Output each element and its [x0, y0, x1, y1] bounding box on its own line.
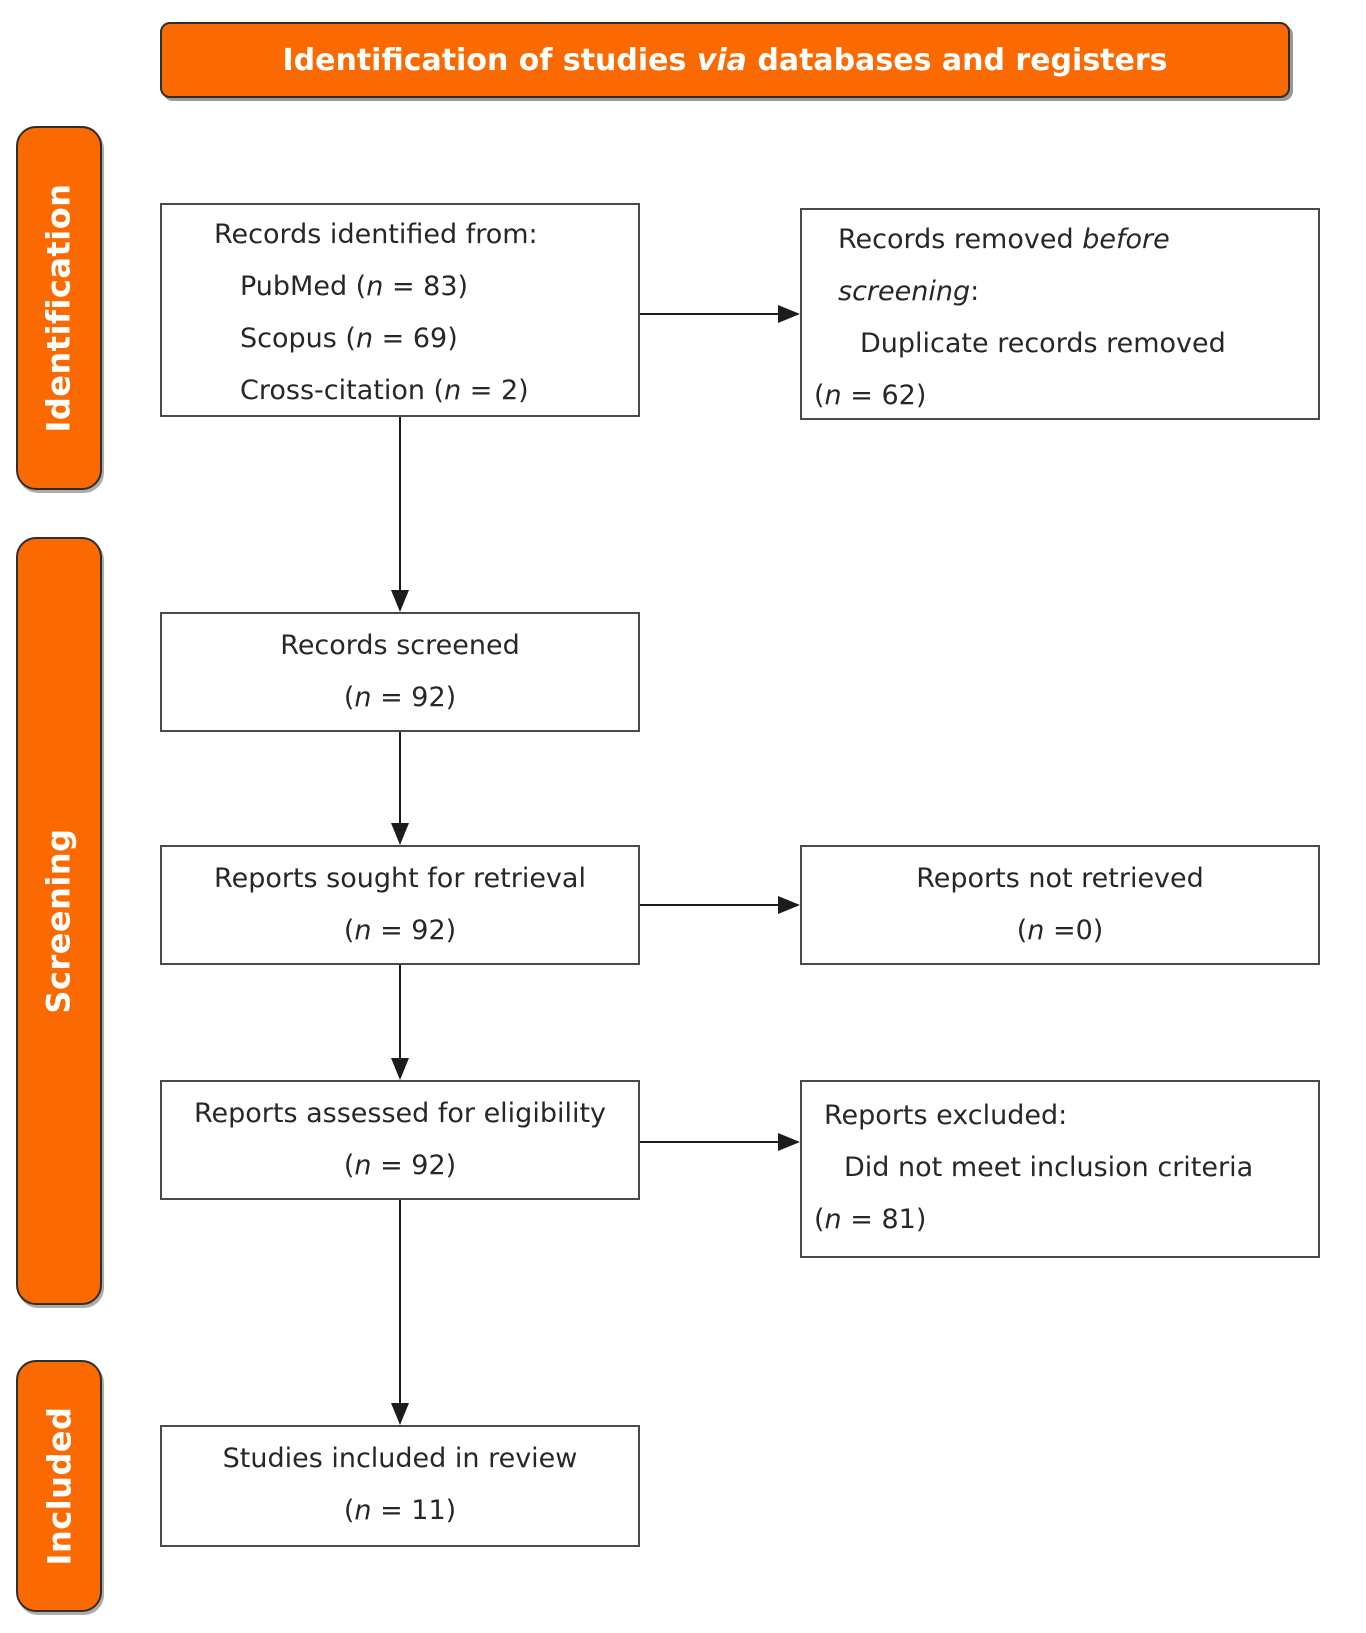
flow-box-line: Did not meet inclusion criteria	[844, 1152, 1254, 1183]
arrow-sought-to-not-retrieved	[640, 896, 800, 914]
header-banner: Identification of studies via databases …	[160, 22, 1290, 98]
flow-box-line: (n = 62)	[814, 380, 927, 411]
stage-ribbon-included-label: Included	[40, 1406, 79, 1566]
flow-box-records-removed: Records removed before screening: Duplicat…	[800, 208, 1320, 420]
stage-ribbon-identification: Identification	[16, 126, 102, 490]
arrow-sought-to-assessed	[391, 965, 409, 1080]
flow-box-line: Cross-citation (n = 2)	[240, 375, 529, 406]
arrow-identified-to-screened	[391, 417, 409, 612]
flow-box-line: Reports excluded:	[824, 1100, 1068, 1131]
flow-box-reports-sought: Reports sought for retrieval (n = 92)	[160, 845, 640, 965]
flow-box-line: Studies included in review	[222, 1443, 578, 1474]
flow-box-reports-excluded: Reports excluded: Did not meet inclusion …	[800, 1080, 1320, 1258]
flow-box-line: Reports sought for retrieval	[214, 863, 586, 894]
flow-box-line: Records screened	[280, 630, 520, 661]
flow-box-line: Duplicate records removed	[860, 328, 1226, 359]
arrow-assessed-to-excluded	[640, 1133, 800, 1151]
stage-ribbon-identification-label: Identification	[40, 183, 79, 433]
flow-box-line: Records removed before	[838, 224, 1170, 255]
flow-box-line: Records identified from:	[214, 219, 538, 250]
flow-box-line: Reports assessed for eligibility	[193, 1098, 607, 1129]
flow-box-line: Scopus (n = 69)	[240, 323, 458, 354]
arrow-assessed-to-included	[391, 1200, 409, 1425]
flow-box-studies-included: Studies included in review (n = 11)	[160, 1425, 640, 1547]
flow-box-records-screened: Records screened (n = 92)	[160, 612, 640, 732]
flow-box-line: (n = 81)	[814, 1204, 927, 1235]
flow-box-records-identified: Records identified from: PubMed (n = 83) S…	[160, 203, 640, 417]
stage-ribbon-included: Included	[16, 1360, 102, 1612]
flow-box-line: Reports not retrieved	[916, 863, 1204, 894]
flow-box-reports-not-retrieved: Reports not retrieved (n =0)	[800, 845, 1320, 965]
flow-box-line: (n = 92)	[343, 1150, 457, 1181]
flow-box-line: (n = 92)	[343, 915, 457, 946]
arrow-screened-to-sought	[391, 732, 409, 845]
flow-box-line: (n = 92)	[343, 682, 457, 713]
stage-ribbon-screening: Screening	[16, 537, 102, 1305]
flow-box-line: screening:	[838, 276, 980, 307]
stage-ribbon-screening-label: Screening	[40, 828, 79, 1014]
arrow-identified-to-removed	[640, 305, 800, 323]
flow-box-reports-assessed: Reports assessed for eligibility (n = 92)	[160, 1080, 640, 1200]
header-banner-title: Identification of studies via databases …	[282, 42, 1168, 78]
flow-box-line: (n =0)	[1016, 915, 1104, 946]
flow-box-line: PubMed (n = 83)	[240, 271, 469, 302]
flow-box-line: (n = 11)	[343, 1495, 457, 1526]
